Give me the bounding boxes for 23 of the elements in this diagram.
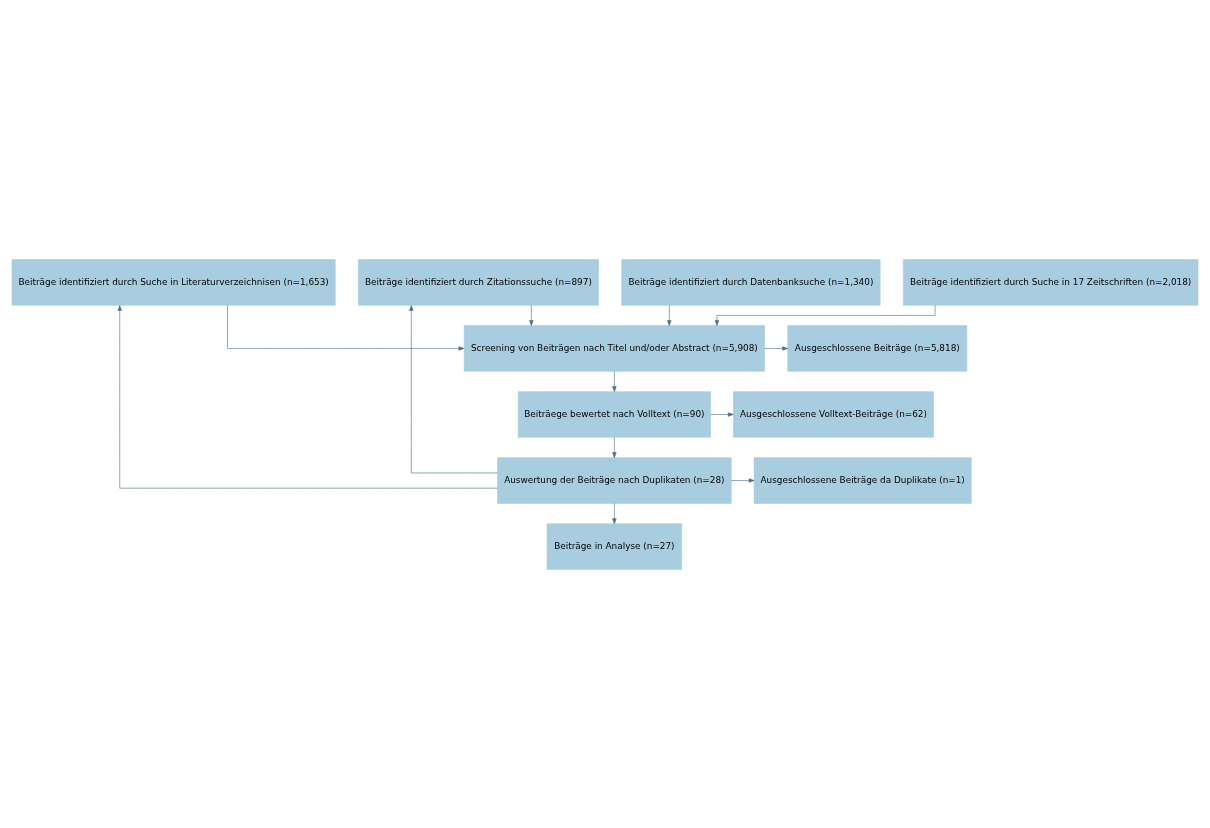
node-box: Ausgeschlossene Beiträge da Duplikate (n=1) (753, 456, 972, 504)
arrow (764, 345, 789, 351)
arrow (612, 502, 617, 524)
node-box: Ausgeschlossene Volltext-Beiträge (n=62) (733, 390, 934, 438)
node-box: Beiträge in Analyse (n=27) (546, 522, 682, 570)
arrow (117, 304, 498, 488)
node-box: Beiträge identifiziert durch Zitationssuche (n=897) (358, 258, 599, 306)
node-box: Ausgeschlossene Beiträge (n=5,818) (787, 324, 968, 372)
arrow (529, 304, 534, 326)
arrow (730, 477, 755, 483)
node-box: Auswertung der Beiträge nach Duplikaten (n=28) (497, 456, 732, 504)
arrow (227, 304, 465, 351)
arrow (667, 304, 672, 326)
node-box: Screening von Beiträgen nach Titel und/oder Abstract (n=5,908) (463, 324, 765, 372)
arrow (409, 304, 498, 473)
node-box: Beiträege bewertet nach Volltext (n=90) (517, 390, 711, 438)
arrow (710, 411, 734, 417)
arrow (612, 436, 617, 458)
node-box: Beiträge identifiziert durch Suche in 17 Zeitschriften (n=2,018) (903, 258, 1199, 306)
arrow (612, 370, 617, 392)
node-box: Beiträge identifiziert durch Suche in Literaturverzeichnisen (n=1,653) (11, 258, 336, 306)
arrow (714, 304, 936, 326)
node-box: Beiträge identifiziert durch Datenbanksuche (n=1,340) (621, 258, 881, 306)
